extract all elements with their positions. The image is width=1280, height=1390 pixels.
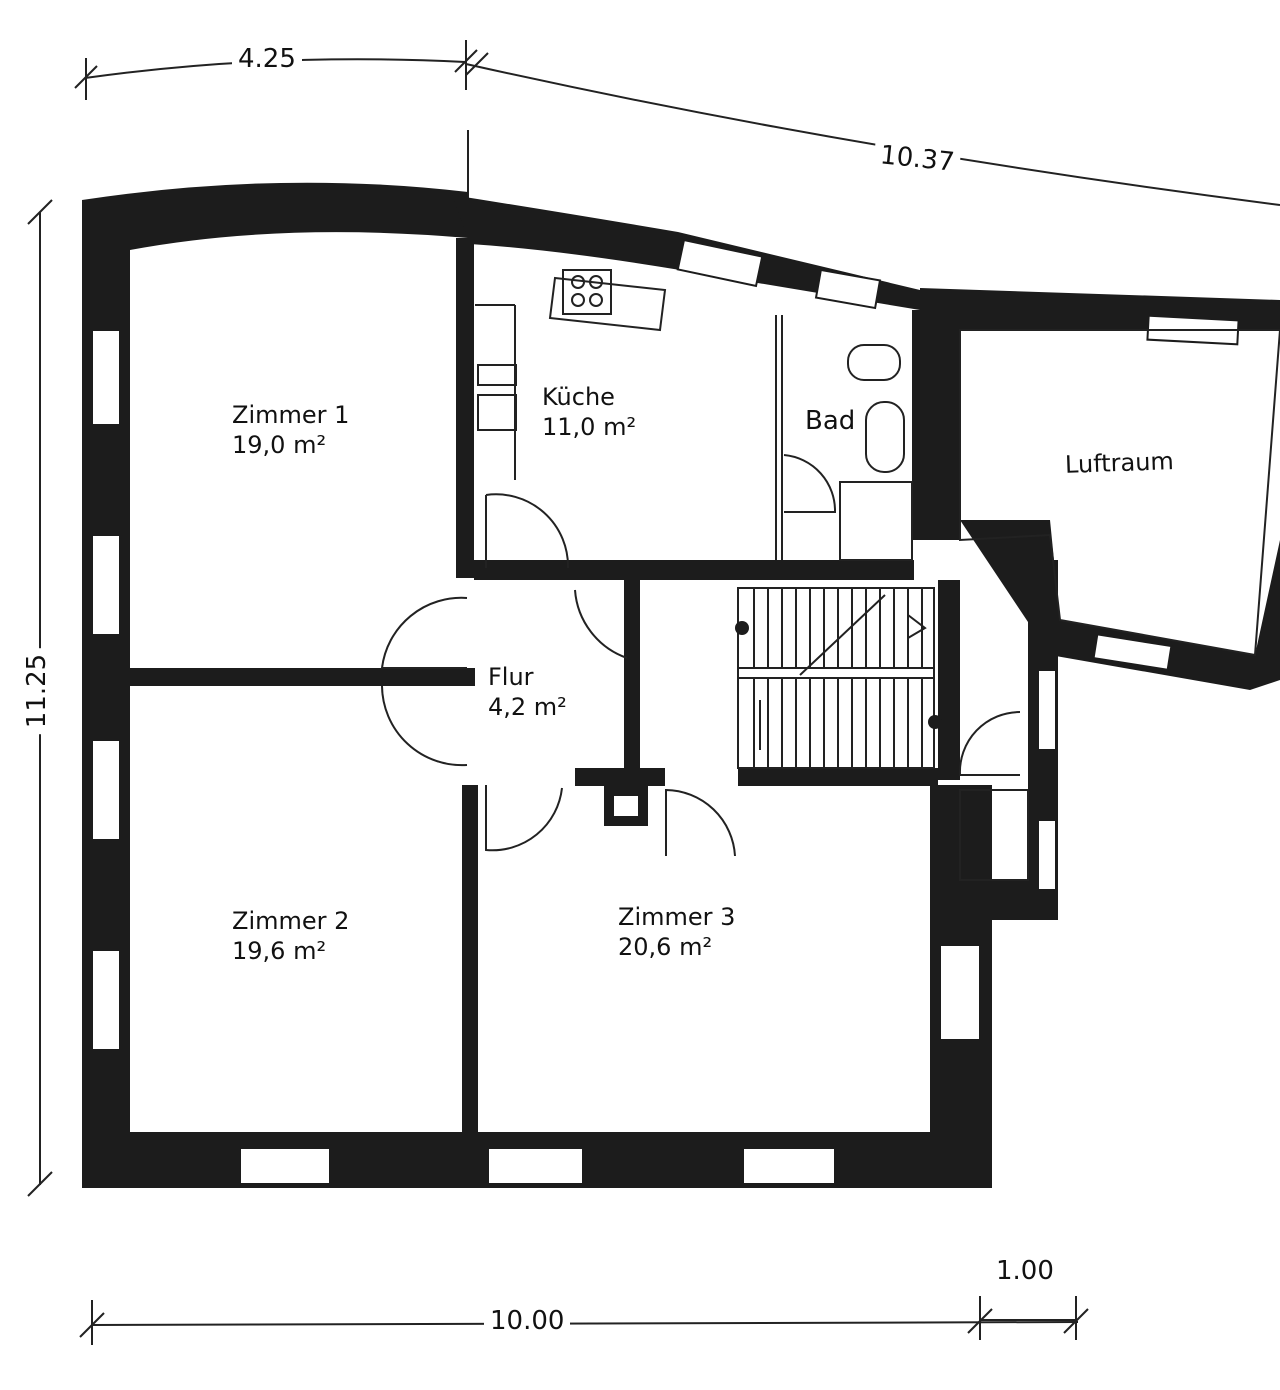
room-area: 19,6 m²	[232, 937, 327, 965]
room-zimmer-2: Zimmer 2 19,6 m²	[232, 906, 349, 966]
room-area: 4,2 m²	[488, 693, 567, 721]
room-flur: Flur 4,2 m²	[488, 662, 567, 722]
room-luftraum: Luftraum	[1065, 446, 1175, 480]
room-name: Bad	[805, 406, 856, 436]
dimension-bottom-right: 1.00	[990, 1256, 1060, 1286]
room-name: Zimmer 2	[232, 907, 350, 935]
dimension-left: 11.25	[22, 647, 53, 735]
stair-dots	[735, 621, 942, 729]
room-name: Zimmer 3	[618, 903, 736, 931]
room-kueche: Küche 11,0 m²	[542, 382, 636, 442]
room-area: 11,0 m²	[542, 413, 637, 441]
room-zimmer-3: Zimmer 3 20,6 m²	[618, 902, 735, 962]
dimension-top-left: 4.25	[232, 44, 302, 74]
room-zimmer-1: Zimmer 1 19,0 m²	[232, 400, 349, 460]
room-area: 20,6 m²	[618, 933, 713, 961]
room-name: Küche	[542, 383, 615, 411]
dimension-bottom: 10.00	[484, 1306, 571, 1336]
windows	[91, 238, 1240, 1185]
room-name: Luftraum	[1064, 447, 1175, 479]
dimension-lines	[27, 40, 1280, 1345]
interior-lines	[380, 269, 1280, 881]
room-area: 19,0 m²	[232, 431, 327, 459]
room-name: Zimmer 1	[232, 401, 350, 429]
room-bad: Bad	[805, 406, 855, 436]
room-name: Flur	[488, 663, 534, 691]
